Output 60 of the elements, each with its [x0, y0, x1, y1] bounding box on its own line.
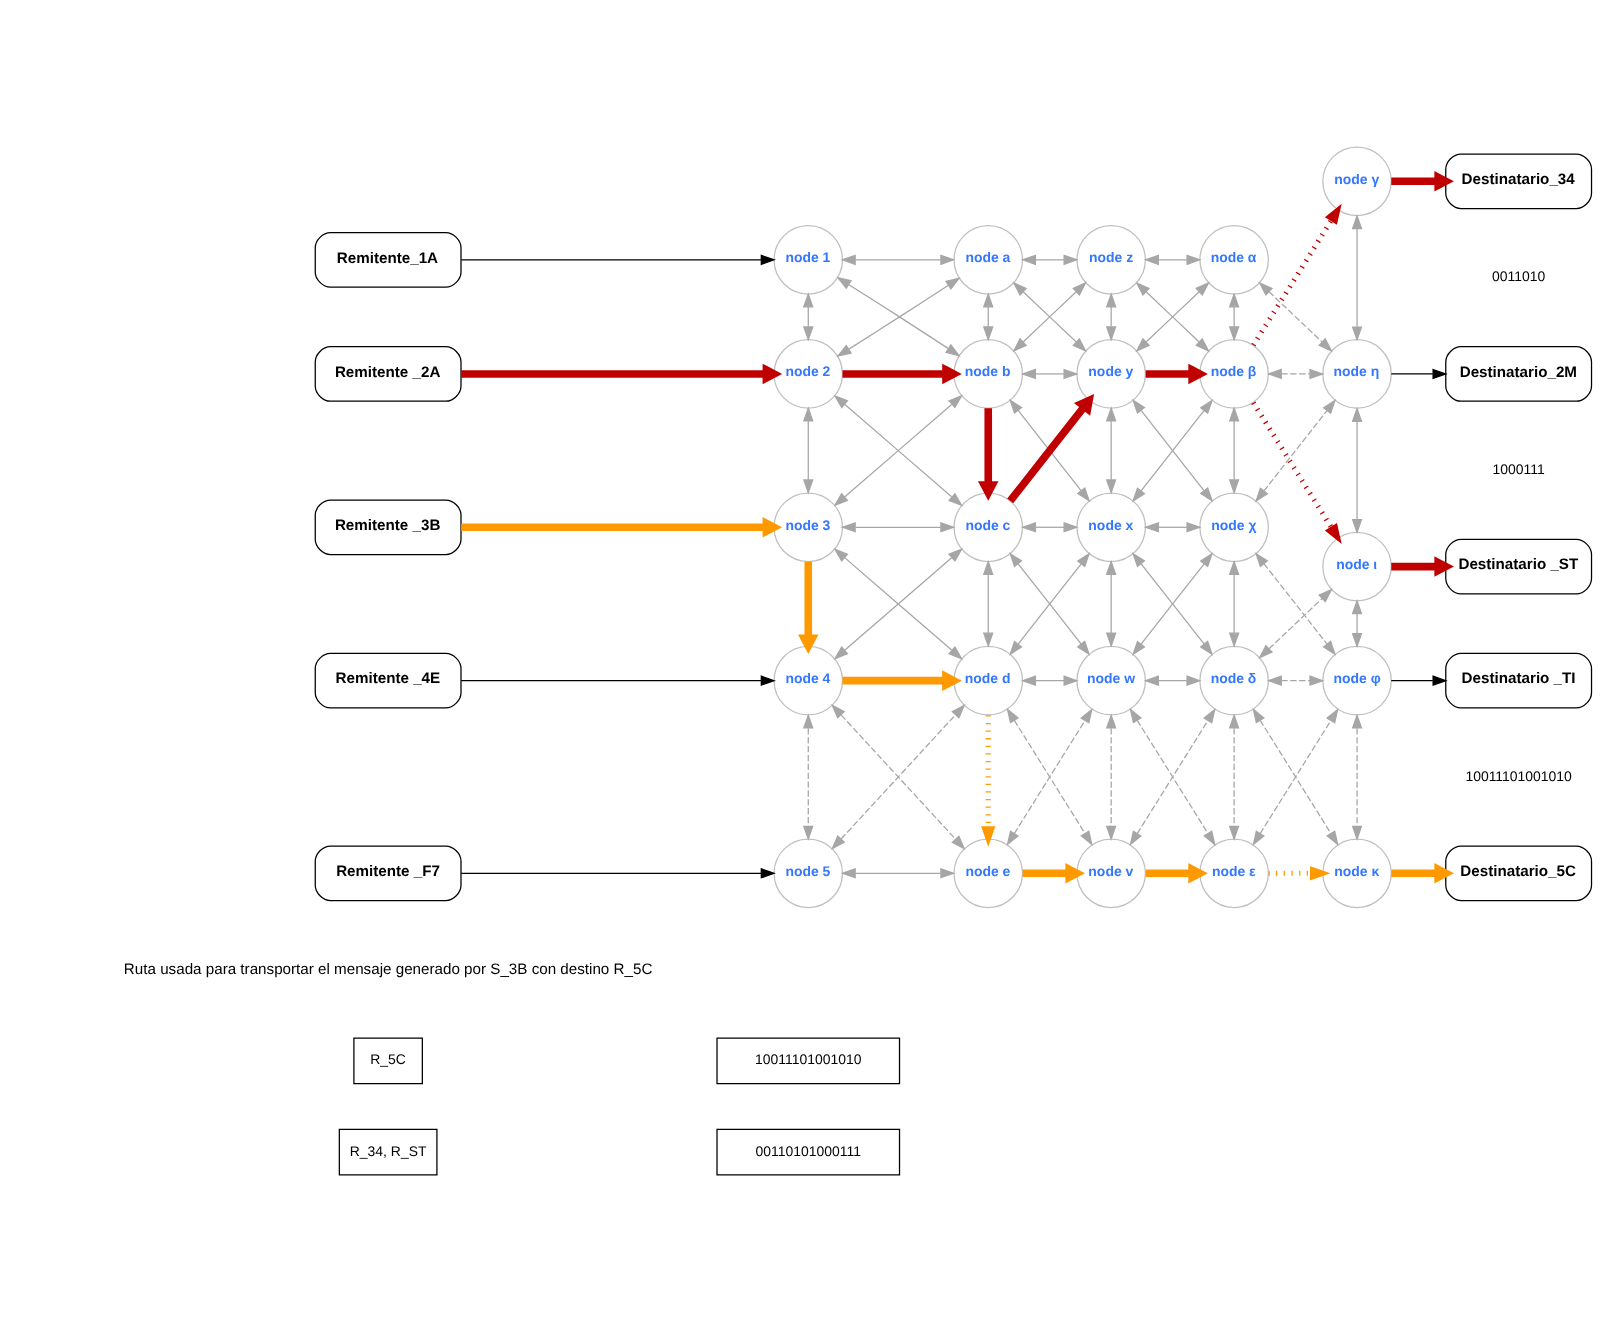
arrow: [461, 517, 783, 538]
arrow: [1228, 406, 1240, 495]
arrow: [1228, 292, 1240, 342]
arrow: [1351, 214, 1363, 342]
arrow: [460, 675, 776, 686]
arrow: [1020, 675, 1079, 686]
arrow: [1143, 675, 1202, 686]
arrow: [1012, 281, 1087, 353]
arrow: [1266, 368, 1325, 380]
arrow: [1391, 863, 1454, 884]
arrow: [1135, 281, 1210, 353]
arrow: [1009, 552, 1091, 656]
arrow: [460, 254, 776, 266]
arrow: [1390, 675, 1448, 686]
arrow: [1105, 559, 1117, 648]
arrow: [1105, 292, 1117, 342]
arrow: [1351, 713, 1363, 841]
arrow: [977, 408, 999, 501]
arrow: [840, 254, 956, 266]
arrow: [981, 715, 996, 847]
arrow: [1143, 254, 1202, 266]
arrow: [1391, 556, 1454, 577]
arrow: [1266, 675, 1325, 686]
arrow: [1020, 254, 1079, 266]
arrow: [802, 713, 814, 841]
arrow: [1251, 401, 1342, 545]
arrow: [1131, 552, 1214, 656]
arrow: [802, 292, 814, 342]
arrow: [833, 394, 964, 507]
arrow: [1251, 203, 1342, 347]
arrow: [840, 867, 956, 879]
arrow: [1143, 521, 1202, 533]
arrow: [798, 561, 819, 655]
arrow: [1228, 559, 1240, 648]
arrow: [1351, 406, 1363, 535]
arrow: [461, 363, 783, 385]
arrow: [1268, 866, 1331, 881]
arrow: [1391, 171, 1454, 192]
arrow: [1254, 398, 1337, 503]
arrow: [460, 867, 776, 879]
arrow: [1145, 863, 1208, 884]
arrow: [1258, 281, 1333, 353]
arrow: [1258, 588, 1333, 659]
arrow: [842, 363, 962, 385]
arrow: [982, 559, 994, 648]
arrow: [802, 406, 814, 495]
arrow: [1022, 863, 1085, 884]
arrow: [1145, 363, 1208, 385]
arrow: [1105, 406, 1117, 495]
arrow: [1131, 398, 1214, 503]
arrow: [840, 521, 956, 533]
arrow: [1351, 598, 1363, 649]
arrow: [1228, 713, 1240, 841]
arrow: [1390, 368, 1448, 380]
arrow: [982, 292, 994, 342]
arrow: [1020, 521, 1079, 533]
arrow: [1254, 552, 1337, 656]
arrow: [842, 670, 962, 691]
arrow: [1105, 713, 1117, 841]
arrow: [1020, 368, 1079, 380]
